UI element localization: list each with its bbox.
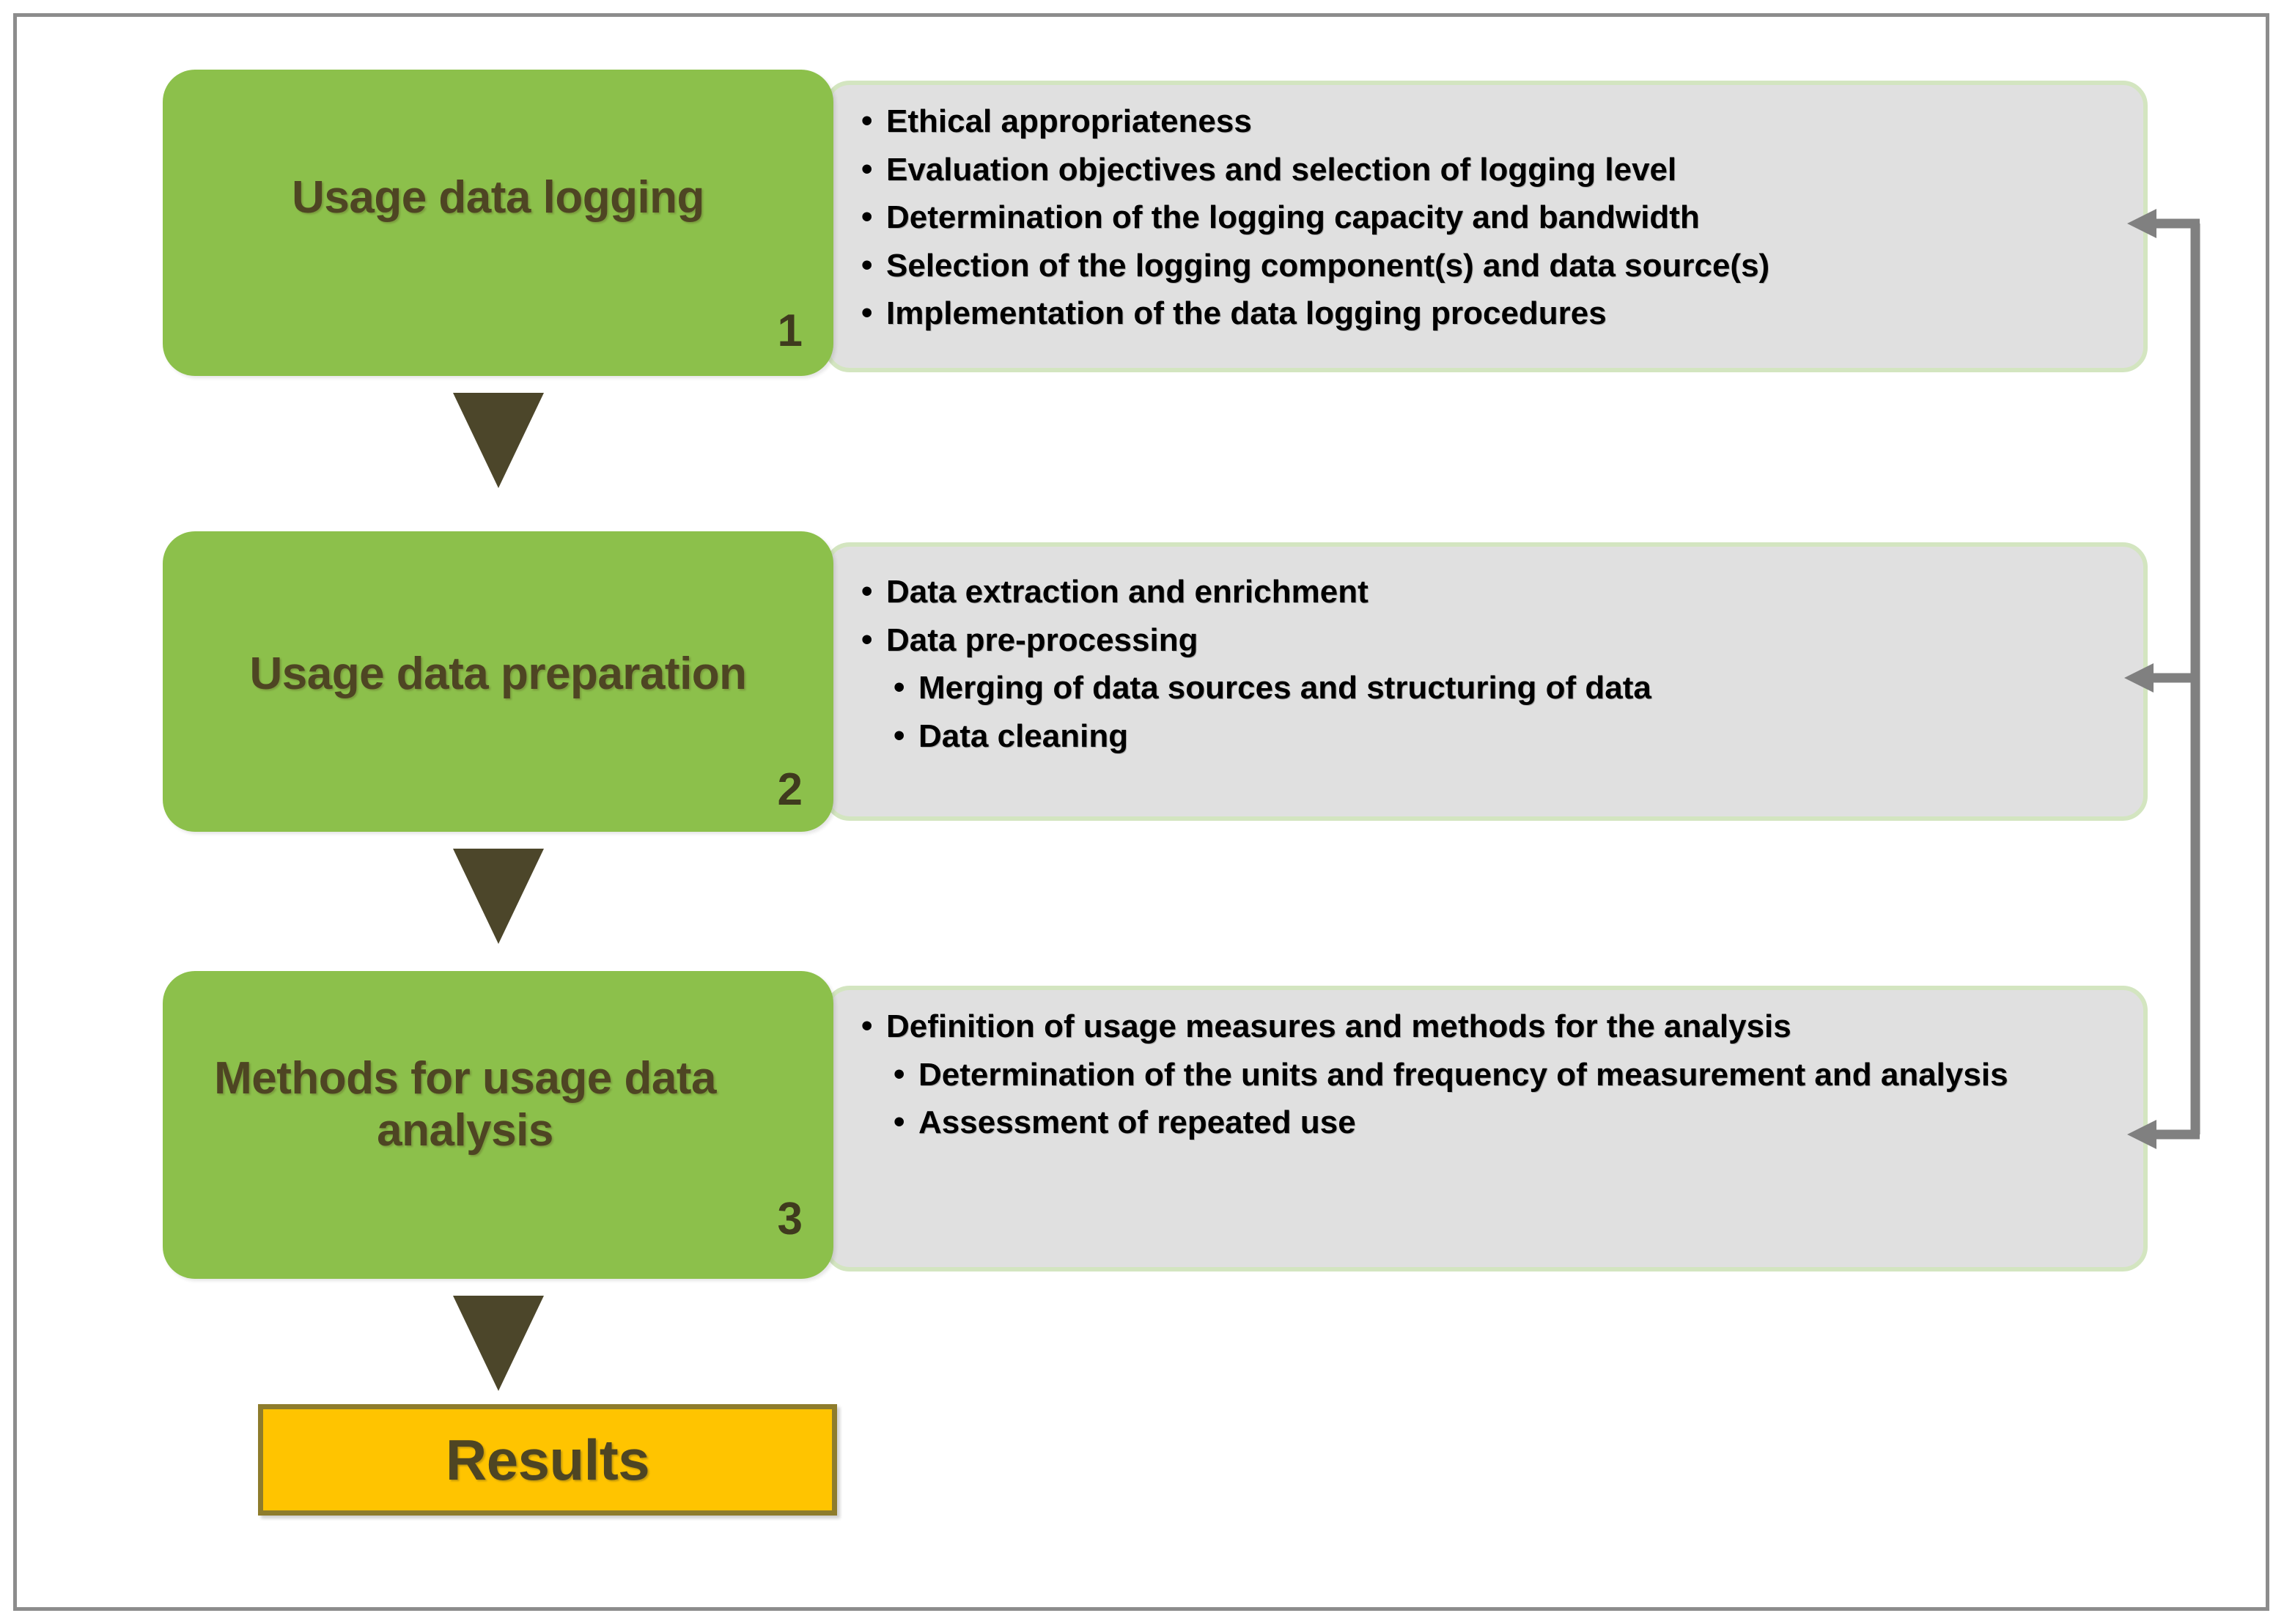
stage-1-bullet-list: • Ethical appropriateness • Evaluation o… (861, 103, 2121, 344)
list-item: • Implementation of the data logging pro… (861, 295, 2121, 332)
list-item: • Determination of the units and frequen… (861, 1055, 2121, 1093)
list-item: • Data extraction and enrichment (861, 573, 2121, 610)
list-item-label: Data extraction and enrichment (886, 574, 1368, 610)
list-item: • Definition of usage measures and metho… (861, 1008, 2121, 1044)
bullet-icon: • (861, 103, 873, 139)
list-item: • Ethical appropriateness (861, 103, 2121, 139)
list-item: • Evaluation objectives and selection of… (861, 152, 2121, 188)
list-item-label: Evaluation objectives and selection of l… (886, 151, 1677, 188)
list-item: • Merging of data sources and structurin… (861, 669, 2121, 706)
stage-3-detail-panel: • Definition of usage measures and metho… (825, 986, 2148, 1271)
list-item: • Assessment of repeated use (861, 1104, 2121, 1141)
stage-2-bullet-list: • Data extraction and enrichment • Data … (861, 573, 2121, 767)
down-arrow-stage2-to-stage3 (453, 849, 544, 944)
stage-2-detail-panel: • Data extraction and enrichment • Data … (825, 542, 2148, 821)
stage-1-title: Usage data logging (292, 172, 704, 223)
bullet-icon: • (894, 669, 905, 706)
bullet-icon: • (861, 1008, 873, 1044)
bullet-icon: • (861, 246, 873, 283)
list-item: • Data cleaning (861, 717, 2121, 754)
stage-3-number: 3 (777, 1194, 803, 1244)
stage-2-title: Usage data preparation (249, 649, 747, 699)
bullet-icon: • (894, 1104, 905, 1140)
stage-1-detail-panel: • Ethical appropriateness • Evaluation o… (825, 81, 2148, 372)
list-item-label: Definition of usage measures and methods… (886, 1008, 1791, 1044)
list-item: • Selection of the logging component(s) … (861, 248, 2121, 284)
bullet-icon: • (861, 621, 873, 657)
list-item-label: Data cleaning (918, 717, 1129, 754)
stage-2-box[interactable]: Usage data preparation 2 (163, 531, 833, 832)
stage-1-box[interactable]: Usage data logging 1 (163, 70, 833, 376)
list-item-label: Selection of the logging component(s) an… (886, 247, 1770, 284)
list-item-label: Data pre-processing (886, 621, 1198, 658)
bullet-icon: • (861, 295, 873, 331)
bullet-icon: • (861, 150, 873, 187)
down-arrow-stage3-to-results (453, 1296, 544, 1391)
stage-1-number: 1 (777, 306, 803, 356)
list-item-label: Assessment of repeated use (918, 1104, 1356, 1141)
list-item-label: Ethical appropriateness (886, 103, 1252, 139)
bullet-icon: • (861, 573, 873, 609)
list-item-label: Determination of the units and frequency… (918, 1056, 2008, 1093)
list-item-label: Implementation of the data logging proce… (886, 295, 1607, 332)
bullet-icon: • (861, 199, 873, 235)
stage-2-number: 2 (777, 764, 803, 815)
stage-3-bullet-list: • Definition of usage measures and metho… (861, 1008, 2121, 1154)
list-item: • Data pre-processing (861, 621, 2121, 658)
list-item-label: Merging of data sources and structuring … (918, 670, 1651, 706)
list-item-label: Determination of the logging capacity an… (886, 199, 1700, 236)
stage-3-box[interactable]: Methods for usage data analysis 3 (163, 971, 833, 1279)
list-item: • Determination of the logging capacity … (861, 199, 2121, 236)
bullet-icon: • (894, 1055, 905, 1092)
bullet-icon: • (894, 717, 905, 753)
results-label: Results (445, 1427, 650, 1492)
stage-3-title: Methods for usage data analysis (214, 1053, 716, 1156)
results-box[interactable]: Results (258, 1404, 837, 1516)
down-arrow-stage1-to-stage2 (453, 393, 544, 488)
